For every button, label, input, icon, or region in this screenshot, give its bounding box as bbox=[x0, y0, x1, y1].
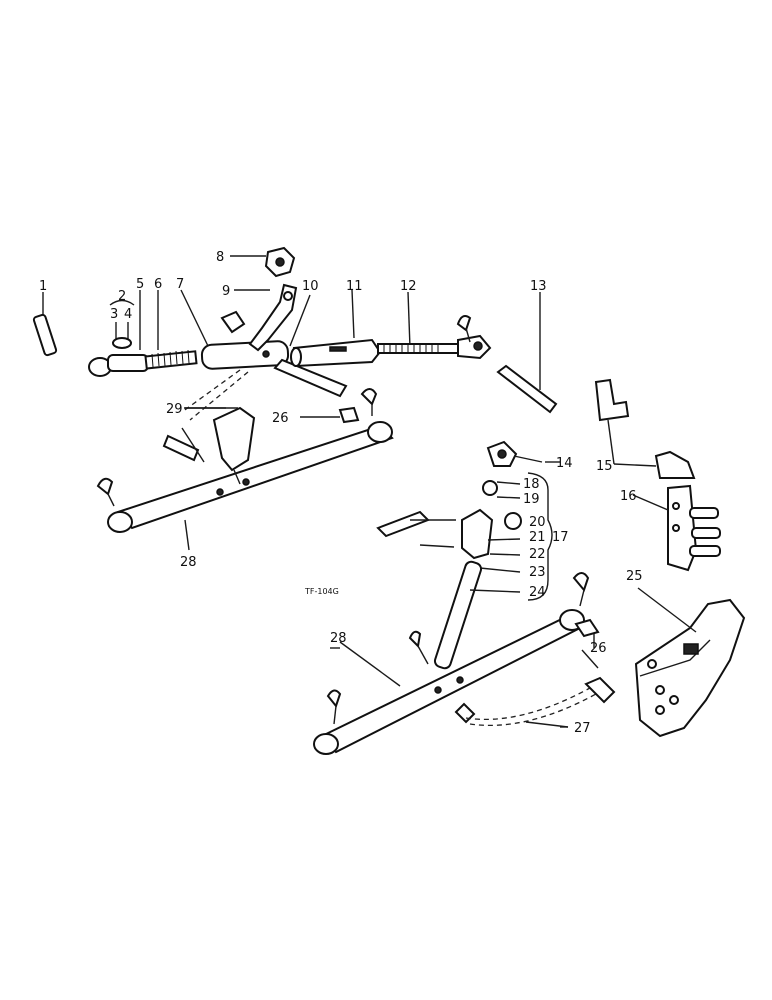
callout-26b: 26 bbox=[590, 641, 607, 656]
part-8-clevis-block bbox=[230, 246, 296, 278]
part-1-pin bbox=[32, 292, 58, 357]
callout-7: 7 bbox=[176, 277, 184, 292]
callout-29: 29 bbox=[166, 402, 183, 417]
callout-18: 18 bbox=[523, 477, 540, 492]
callout-17: 17 bbox=[552, 530, 569, 545]
callout-6: 6 bbox=[154, 277, 162, 292]
callout-8: 8 bbox=[216, 250, 224, 265]
part-5-top-link-end bbox=[88, 290, 198, 377]
part-17-lift-rod-assembly bbox=[376, 472, 553, 670]
callout-22: 22 bbox=[529, 547, 546, 562]
drawing-code: TF-104G bbox=[304, 587, 339, 596]
callout-27: 27 bbox=[574, 721, 591, 736]
part-13-pin bbox=[496, 292, 558, 414]
callout-16: 16 bbox=[620, 489, 637, 504]
part-11-sleeve bbox=[290, 289, 382, 368]
part-9-leveling-arm bbox=[220, 283, 298, 352]
callout-23: 23 bbox=[529, 565, 546, 580]
callout-15: 15 bbox=[596, 459, 613, 474]
callout-labels: 1 2 3 4 5 6 7 8 9 10 11 12 13 14 15 16 1… bbox=[39, 250, 643, 736]
callout-14: 14 bbox=[556, 456, 573, 471]
callout-2: 2 bbox=[118, 289, 126, 304]
callout-1: 1 bbox=[39, 279, 47, 294]
callout-13: 13 bbox=[530, 279, 547, 294]
callout-28b: 28 bbox=[330, 631, 347, 646]
part-27-check-chain bbox=[454, 676, 616, 728]
part-25-lift-bracket bbox=[634, 587, 746, 738]
callout-28a: 28 bbox=[180, 555, 197, 570]
part-12-threaded-rod bbox=[377, 291, 492, 360]
part-14-block bbox=[486, 440, 543, 467]
part-10-cross-pin bbox=[273, 294, 348, 398]
callout-11: 11 bbox=[346, 279, 363, 294]
part-7-tube bbox=[180, 289, 290, 370]
part-28-lower-link-upper bbox=[96, 369, 394, 551]
callout-9: 9 bbox=[222, 284, 230, 299]
callout-12: 12 bbox=[400, 279, 417, 294]
callout-5: 5 bbox=[136, 277, 144, 292]
part-28-lower-link-lower bbox=[313, 572, 600, 755]
callout-25: 25 bbox=[626, 569, 643, 584]
callout-26a: 26 bbox=[272, 411, 289, 426]
part-16-mounting-plate bbox=[632, 484, 721, 572]
callout-3: 3 bbox=[110, 307, 118, 322]
callout-4: 4 bbox=[124, 307, 132, 322]
callout-21: 21 bbox=[529, 530, 546, 545]
part-15-bracket bbox=[594, 378, 696, 479]
callout-19: 19 bbox=[523, 492, 540, 507]
callout-20: 20 bbox=[529, 515, 546, 530]
leader-lines bbox=[184, 407, 599, 728]
callout-24: 24 bbox=[529, 585, 546, 600]
callout-10: 10 bbox=[302, 279, 319, 294]
